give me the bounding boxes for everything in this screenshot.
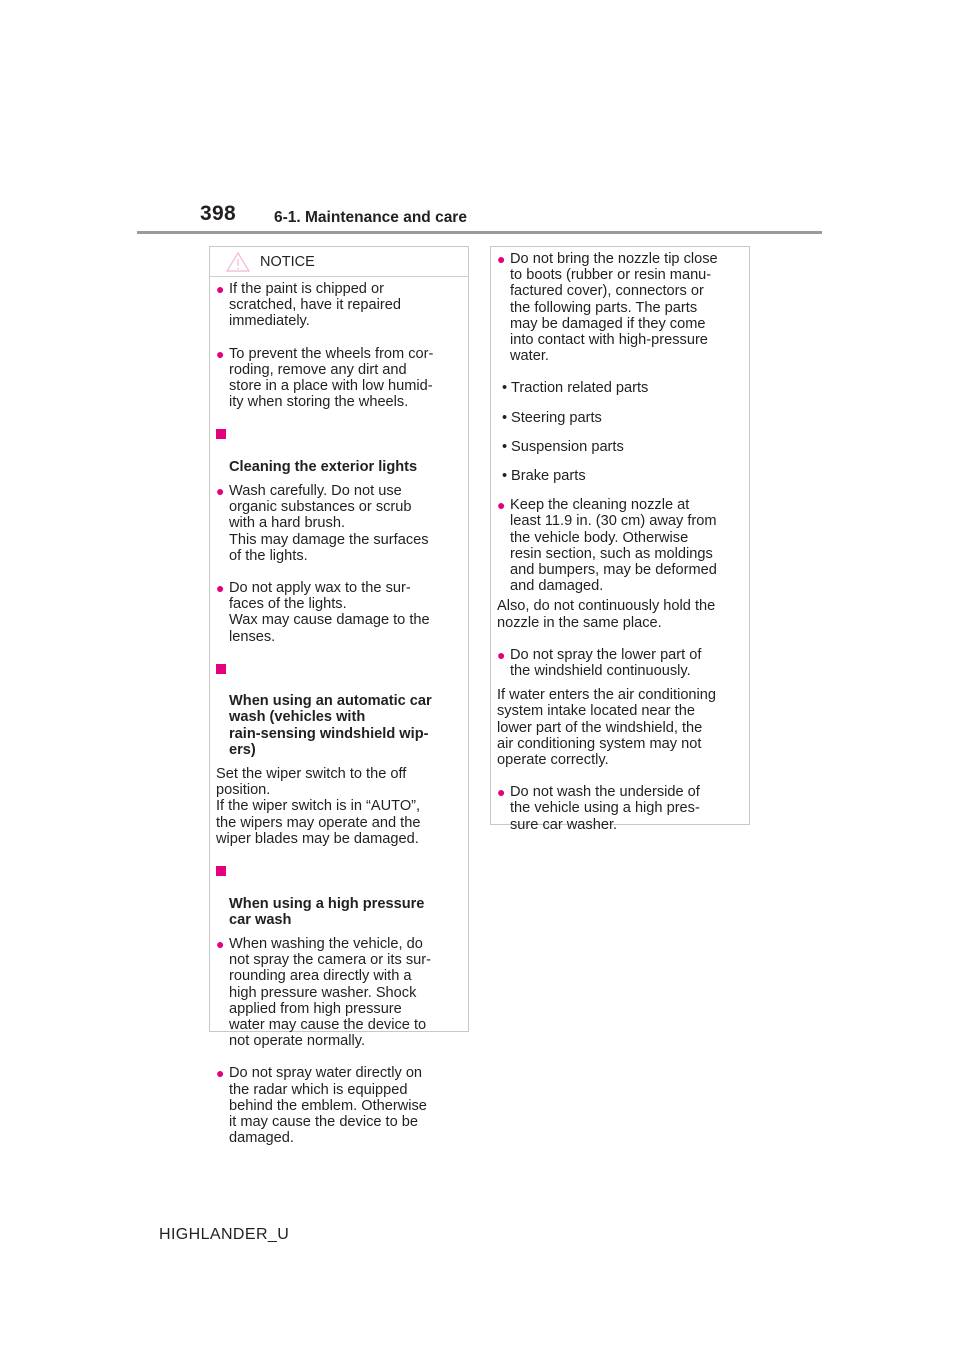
bullet-icon: ● <box>216 483 225 500</box>
page-number: 398 <box>200 202 236 225</box>
parts-item-text: Steering parts <box>511 409 602 426</box>
dot-bullet-icon: • <box>502 438 508 455</box>
list-item: ● Do not wash the underside of the vehic… <box>497 784 743 833</box>
bullet-icon: ● <box>216 281 225 297</box>
warning-triangle-icon <box>226 252 250 272</box>
parts-list-item: • Steering parts <box>497 410 743 426</box>
list-item: ● Do not apply wax to the sur- faces of … <box>216 580 462 645</box>
list-item: ● Wash carefully. Do not use organic sub… <box>216 483 462 564</box>
dot-bullet-icon: • <box>502 468 508 485</box>
paragraph: If water enters the air conditioning sys… <box>497 687 717 769</box>
subheading-text: Cleaning the exterior lights <box>229 458 418 475</box>
item-text: If the paint is chipped or scratched, ha… <box>229 281 401 330</box>
subheading-text: When using a high pressure car wash <box>229 895 425 928</box>
parts-list-item: • Brake parts <box>497 468 743 484</box>
item-text: Do not apply wax to the sur- faces of th… <box>229 580 430 645</box>
dot-bullet-icon: • <box>502 409 508 426</box>
paragraph: Set the wiper switch to the off position… <box>216 766 421 847</box>
header-rule <box>137 231 822 234</box>
square-bullet-icon <box>216 866 226 877</box>
square-bullet-icon <box>216 429 226 440</box>
parts-item-text: Suspension parts <box>511 438 624 455</box>
bullet-icon: ● <box>216 1065 225 1082</box>
bullet-icon: ● <box>216 345 225 362</box>
subheading: Cleaning the exterior lights <box>216 426 462 475</box>
list-item: ● Keep the cleaning nozzle at least 11.9… <box>497 497 743 594</box>
parts-list-item: • Suspension parts <box>497 439 743 455</box>
item-text: To prevent the wheels from cor- roding, … <box>229 345 434 411</box>
parts-list-item: • Traction related parts <box>497 380 743 396</box>
subheading: When using a high pressure car wash <box>216 863 462 928</box>
bullet-icon: ● <box>216 580 225 597</box>
bullet-icon: ● <box>497 646 506 663</box>
paragraph: Also, do not continuously hold the nozzl… <box>497 598 716 631</box>
list-item: ● Do not spray the lower part of the win… <box>497 647 743 679</box>
list-item: ● Do not bring the nozzle tip close to b… <box>497 251 743 364</box>
item-text: Wash carefully. Do not use organic subst… <box>229 483 429 564</box>
item-text: Do not spray the lower part of the winds… <box>510 646 702 680</box>
list-item: ● To prevent the wheels from cor- roding… <box>216 346 462 411</box>
section-title: 6-1. Maintenance and care <box>274 209 467 226</box>
bullet-icon: ● <box>216 935 225 952</box>
item-text: Keep the cleaning nozzle at least 11.9 i… <box>510 497 717 595</box>
notice-header: NOTICE <box>210 247 468 277</box>
bullet-icon: ● <box>497 497 506 514</box>
list-item: ● When washing the vehicle, do not spray… <box>216 936 462 1049</box>
list-item: ● If the paint is chipped or scratched, … <box>216 281 462 330</box>
notice-box-right: ● Do not bring the nozzle tip close to b… <box>490 246 750 833</box>
item-text: When washing the vehicle, do not spray t… <box>229 935 431 1050</box>
notice-box-left: NOTICE ● If the paint is chipped or scra… <box>209 246 469 1146</box>
subheading-text: When using an automatic car wash (vehicl… <box>229 693 432 758</box>
footer-model: HIGHLANDER_U <box>159 1226 290 1243</box>
parts-item-text: Brake parts <box>511 468 586 485</box>
dot-bullet-icon: • <box>502 380 508 397</box>
square-bullet-icon <box>216 663 226 674</box>
bullet-icon: ● <box>497 784 506 801</box>
item-text: Do not spray water directly on the radar… <box>229 1065 427 1147</box>
notice-body-right: ● Do not bring the nozzle tip close to b… <box>491 247 749 833</box>
list-item: ● Do not spray water directly on the rad… <box>216 1065 462 1146</box>
bullet-icon: ● <box>497 251 506 267</box>
item-text: Do not wash the underside of the vehicle… <box>510 784 700 833</box>
parts-item-text: Traction related parts <box>511 380 649 397</box>
subheading: When using an automatic car wash (vehicl… <box>216 661 462 758</box>
notice-label: NOTICE <box>260 254 315 270</box>
item-text: Do not bring the nozzle tip close to boo… <box>510 251 718 365</box>
notice-body-left: ● If the paint is chipped or scratched, … <box>210 277 468 1146</box>
